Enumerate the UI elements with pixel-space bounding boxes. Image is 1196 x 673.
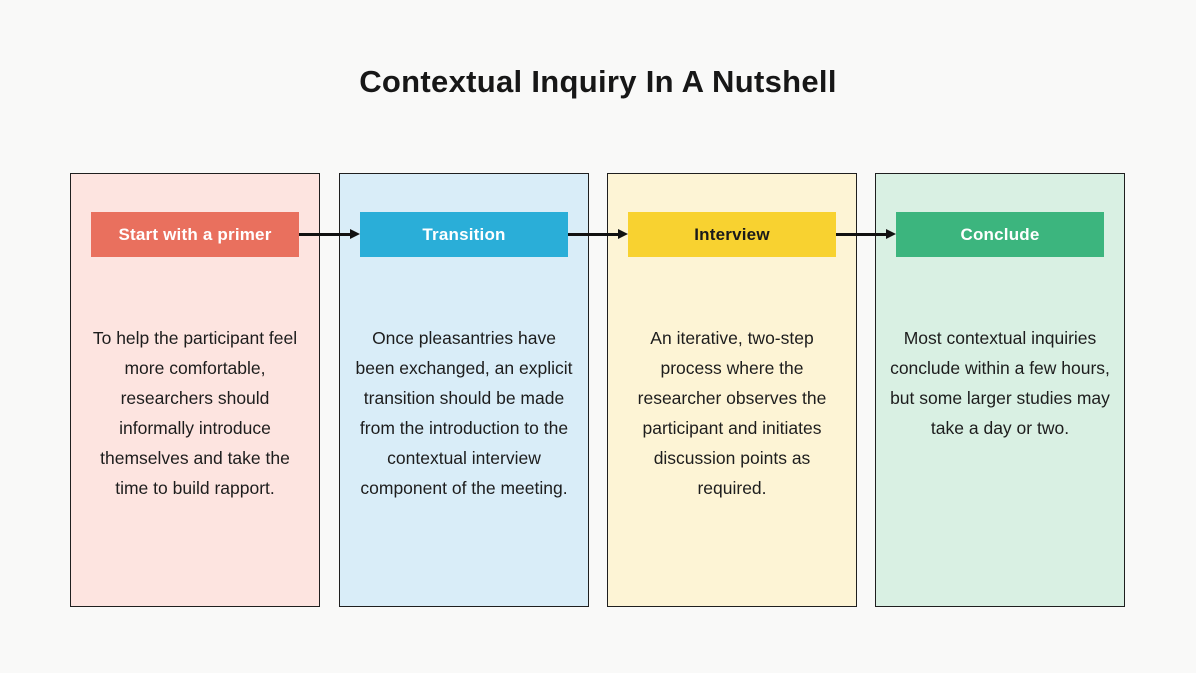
- step-description: An iterative, two-step process where the…: [637, 328, 827, 498]
- step-card-interview: Interview An iterative, two-step process…: [607, 173, 857, 607]
- step-card-conclude: Conclude Most contextual inquiries concl…: [875, 173, 1125, 607]
- step-label-chip: Transition: [360, 212, 568, 257]
- step-card-start-with-a-primer: Start with a primer To help the particip…: [70, 173, 320, 607]
- step-card-transition: Transition Once pleasantries have been e…: [339, 173, 589, 607]
- flow-arrow-icon: [836, 229, 896, 238]
- step-description: To help the participant feel more comfor…: [92, 328, 298, 498]
- page-title: Contextual Inquiry In A Nutshell: [359, 64, 837, 99]
- step-label-chip: Start with a primer: [91, 212, 299, 257]
- step-description: Once pleasantries have been exchanged, a…: [355, 328, 573, 498]
- flow-arrow-icon: [299, 229, 360, 238]
- step-label-chip: Interview: [628, 212, 836, 257]
- flow-arrow-icon: [568, 229, 628, 238]
- step-label-chip: Conclude: [896, 212, 1104, 257]
- step-description: Most contextual inquiries conclude withi…: [890, 328, 1110, 438]
